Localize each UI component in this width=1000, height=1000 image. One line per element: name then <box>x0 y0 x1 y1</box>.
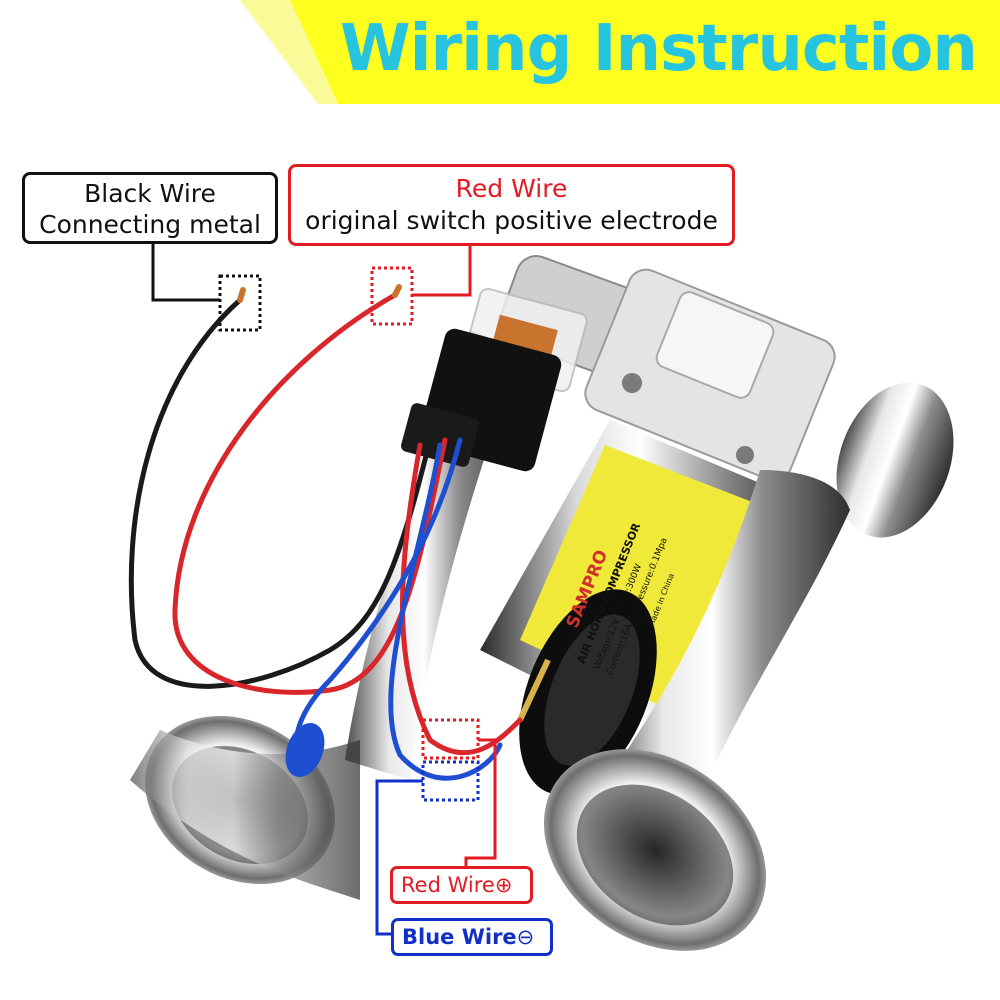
blue-tag-leader <box>375 779 423 936</box>
blue-tag-label: Blue Wire <box>402 925 517 949</box>
wiring <box>128 284 523 781</box>
black-wire <box>128 297 433 689</box>
black-wire-description: Connecting metal <box>39 210 261 239</box>
plus-circle-icon: ⊕ <box>494 873 513 897</box>
right-horn <box>543 470 850 951</box>
red-tag-leader <box>464 738 497 868</box>
black-leader <box>151 244 220 302</box>
leader-lines <box>151 244 497 936</box>
blue-wire-negative-tag: Blue Wire⊖ <box>391 918 553 956</box>
blue-wire <box>388 442 503 781</box>
minus-circle-icon: ⊖ <box>516 925 535 949</box>
black-wire-title: Black Wire <box>84 179 216 208</box>
black-wire-marker <box>218 274 262 332</box>
banner-shape <box>240 0 1000 104</box>
header-banner: Wiring Instruction <box>0 0 1000 110</box>
red-wire-description: original switch positive electrode <box>305 206 718 235</box>
relay <box>401 287 588 472</box>
red-leader <box>412 246 472 297</box>
red-tag-label: Red Wire <box>401 873 495 897</box>
red-wire-title: Red Wire <box>455 174 568 203</box>
red-wire-positive-tag: Red Wire⊕ <box>390 866 533 904</box>
black-wire-callout: Black Wire Connecting metal <box>22 172 278 244</box>
red-wire-callout: Red Wire original switch positive electr… <box>288 164 735 246</box>
page-title: Wiring Instruction <box>340 12 978 86</box>
red-wire-terminal <box>400 442 523 756</box>
blue-terminal-marker <box>421 760 480 802</box>
blue-connector <box>285 722 325 778</box>
